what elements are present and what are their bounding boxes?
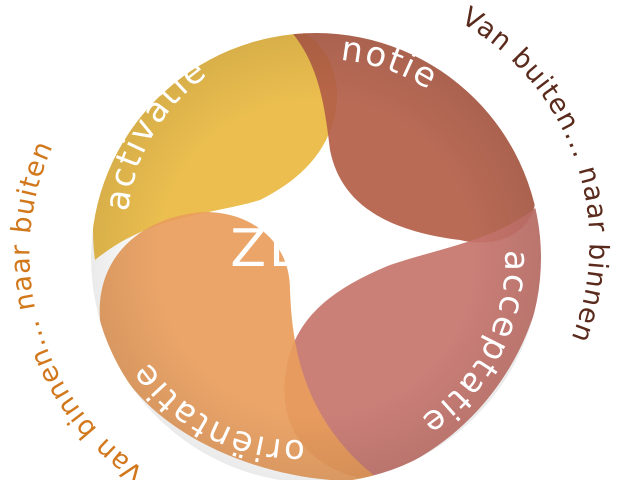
center-label: ZELF (230, 219, 369, 279)
segments-group (91, 33, 541, 480)
